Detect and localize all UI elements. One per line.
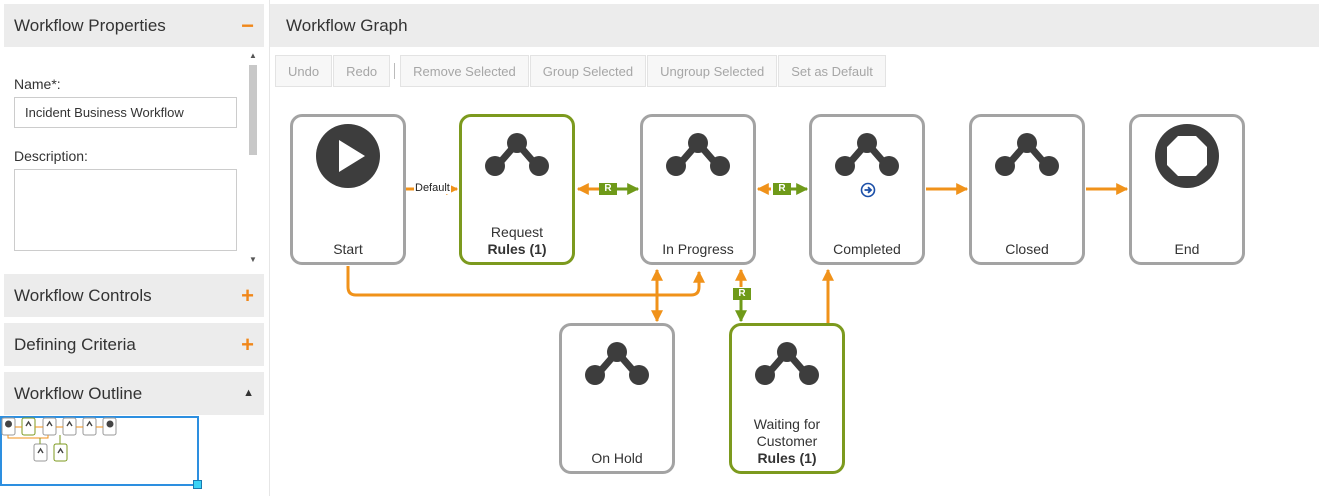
node-completed[interactable]: Completed: [809, 114, 925, 265]
outline-minimap: [1, 417, 117, 462]
workflow-properties-title: Workflow Properties: [14, 15, 166, 35]
ungroup-selected-button[interactable]: Ungroup Selected: [647, 55, 778, 87]
node-label: Waiting for Customer Rules (1): [732, 416, 842, 467]
workflow-state-icon: [485, 133, 549, 176]
properties-scrollbar[interactable]: ▲ ▼: [246, 47, 260, 268]
workflow-graph-title: Workflow Graph: [286, 15, 408, 35]
workflow-state-icon: [666, 133, 730, 176]
node-on-hold[interactable]: On Hold: [559, 323, 675, 474]
node-label: Start: [333, 241, 363, 257]
workflow-state-icon: [835, 133, 899, 176]
group-selected-button[interactable]: Group Selected: [529, 55, 647, 87]
collapse-icon[interactable]: −: [241, 12, 254, 38]
node-request[interactable]: Request Rules (1): [459, 114, 575, 265]
description-textarea[interactable]: [14, 169, 237, 251]
graph-toolbar: Undo Redo Remove Selected Group Selected…: [275, 55, 887, 87]
undo-button[interactable]: Undo: [275, 55, 333, 87]
node-end[interactable]: End: [1129, 114, 1245, 265]
workflow-controls-title: Workflow Controls: [14, 285, 152, 305]
workflow-outline-title: Workflow Outline: [14, 383, 143, 403]
set-as-default-button[interactable]: Set as Default: [778, 55, 886, 87]
node-name: Request: [490, 224, 544, 240]
node-start[interactable]: Start: [290, 114, 406, 265]
play-icon: [316, 124, 380, 188]
node-label: In Progress: [662, 241, 734, 257]
node-waiting-for-customer[interactable]: Waiting for Customer Rules (1): [729, 323, 845, 474]
node-label: Completed: [833, 241, 901, 257]
node-name: Waiting for Customer: [753, 416, 821, 449]
workflow-outline-viewport[interactable]: [0, 416, 202, 489]
workflow-properties-header[interactable]: Workflow Properties −: [4, 4, 264, 47]
description-label: Description:: [14, 148, 88, 164]
workflow-state-icon: [755, 342, 819, 385]
node-closed[interactable]: Closed: [969, 114, 1085, 265]
node-rules: Rules (1): [757, 450, 817, 466]
workflow-properties-body: Name*: Description:: [4, 47, 264, 268]
default-edge-label: Default: [414, 182, 451, 194]
name-label: Name*:: [14, 76, 61, 92]
workflow-graph-header: Workflow Graph: [270, 4, 1319, 47]
workflow-state-icon: [585, 342, 649, 385]
workflow-state-icon: [995, 133, 1059, 176]
defining-criteria-title: Defining Criteria: [14, 334, 136, 354]
expand-icon[interactable]: +: [241, 331, 254, 357]
node-label: On Hold: [591, 450, 643, 466]
toolbar-separator: [394, 63, 396, 79]
chevron-up-icon[interactable]: ▲: [243, 387, 254, 399]
left-panel: Workflow Properties − Name*: Description…: [0, 0, 270, 496]
node-label: End: [1174, 241, 1200, 257]
edge-start-inprogress: [346, 266, 705, 297]
scroll-down-icon[interactable]: ▼: [249, 255, 257, 264]
expand-icon[interactable]: +: [241, 282, 254, 308]
workflow-controls-header[interactable]: Workflow Controls +: [4, 274, 264, 317]
rule-badge[interactable]: R: [599, 183, 617, 195]
rule-badge[interactable]: R: [773, 183, 791, 195]
node-in-progress[interactable]: In Progress: [640, 114, 756, 265]
outline-resize-handle[interactable]: [193, 480, 202, 489]
name-input[interactable]: [14, 97, 237, 128]
node-rules: Rules (1): [487, 241, 547, 257]
remove-selected-button[interactable]: Remove Selected: [400, 55, 529, 87]
node-label: Closed: [1005, 241, 1049, 257]
stop-icon: [1155, 124, 1219, 188]
redo-button[interactable]: Redo: [333, 55, 391, 87]
exit-action-icon: [860, 182, 876, 198]
workflow-graph-panel: Workflow Graph Undo Redo Remove Selected…: [270, 0, 1319, 496]
rule-badge[interactable]: R: [733, 288, 751, 300]
scrollbar-thumb[interactable]: [249, 65, 257, 155]
workflow-outline-header[interactable]: Workflow Outline ▲: [4, 372, 264, 415]
defining-criteria-header[interactable]: Defining Criteria +: [4, 323, 264, 366]
scroll-up-icon[interactable]: ▲: [249, 51, 257, 60]
node-label: Request Rules (1): [462, 224, 572, 258]
